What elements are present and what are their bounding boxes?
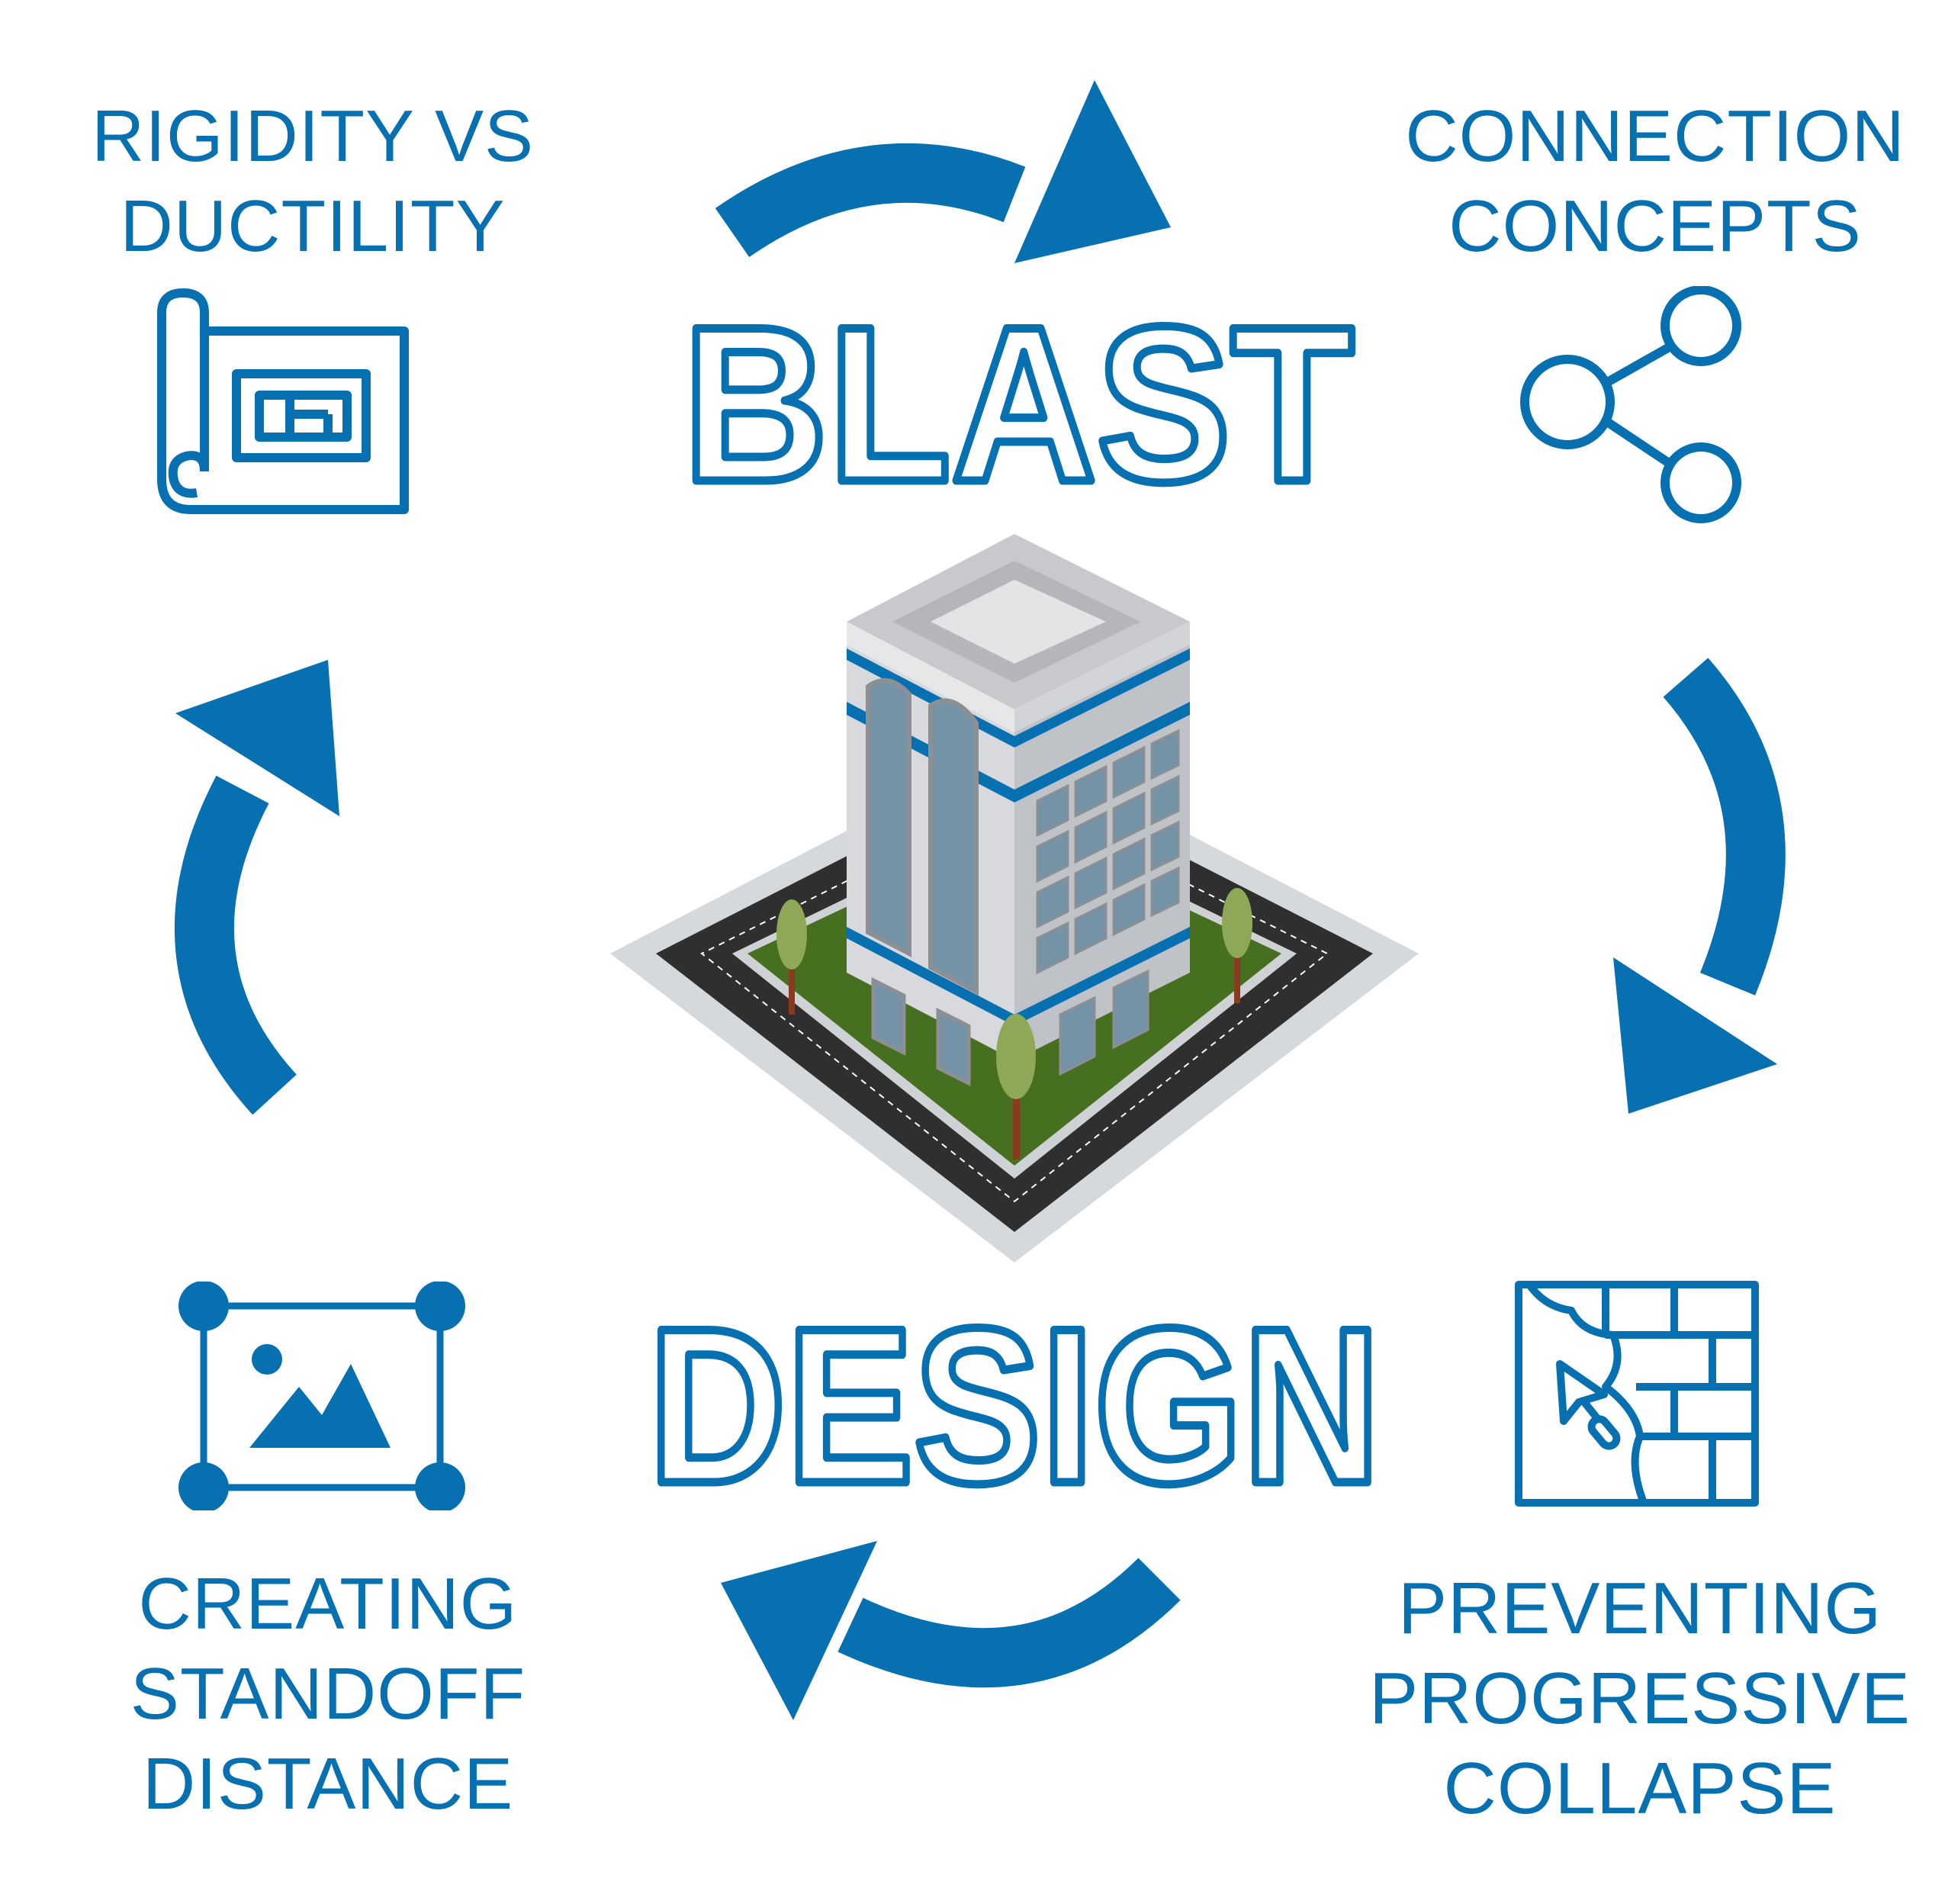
topic-line: CONNECTION bbox=[1405, 95, 1905, 177]
topic-line: CREATING bbox=[138, 1563, 518, 1645]
topic-preventing-progressive-collapse: PREVENTING PROGRESSIVE COLLAPSE bbox=[1358, 1564, 1922, 1834]
topic-line: RIGIDITY VS bbox=[91, 95, 534, 177]
topic-connection-concepts: CONNECTION CONCEPTS bbox=[1388, 92, 1922, 272]
blueprint-icon bbox=[157, 288, 409, 514]
brick-wall-trowel-icon bbox=[1515, 1281, 1759, 1507]
title-design: DESIGN bbox=[645, 1301, 1385, 1507]
tree-front bbox=[996, 1014, 1036, 1159]
title-blast-text: BLAST bbox=[683, 298, 1354, 503]
tree-right bbox=[1222, 888, 1252, 1003]
image-frame-icon bbox=[178, 1282, 465, 1510]
topic-line: COLLAPSE bbox=[1443, 1748, 1837, 1829]
title-blast: BLAST bbox=[679, 298, 1358, 503]
topic-line: PREVENTING bbox=[1397, 1568, 1882, 1649]
tree-left bbox=[776, 899, 807, 1015]
window-grid bbox=[1036, 728, 1180, 1076]
title-design-text: DESIGN bbox=[648, 1301, 1381, 1507]
topic-line: DUCTILITY bbox=[120, 185, 506, 267]
topic-line: DISTANCE bbox=[142, 1743, 514, 1825]
isometric-building-illustration bbox=[610, 534, 1419, 1262]
topic-line: STANDOFF bbox=[130, 1653, 526, 1735]
topic-line: CONCEPTS bbox=[1448, 185, 1862, 267]
topic-line: PROGRESSIVE bbox=[1369, 1658, 1911, 1739]
topic-rigidity-vs-ductility: RIGIDITY VS DUCTILITY bbox=[69, 92, 557, 272]
share-nodes-icon bbox=[1520, 286, 1741, 523]
topic-creating-standoff-distance: CREATING STANDOFF DISTANCE bbox=[84, 1559, 572, 1829]
